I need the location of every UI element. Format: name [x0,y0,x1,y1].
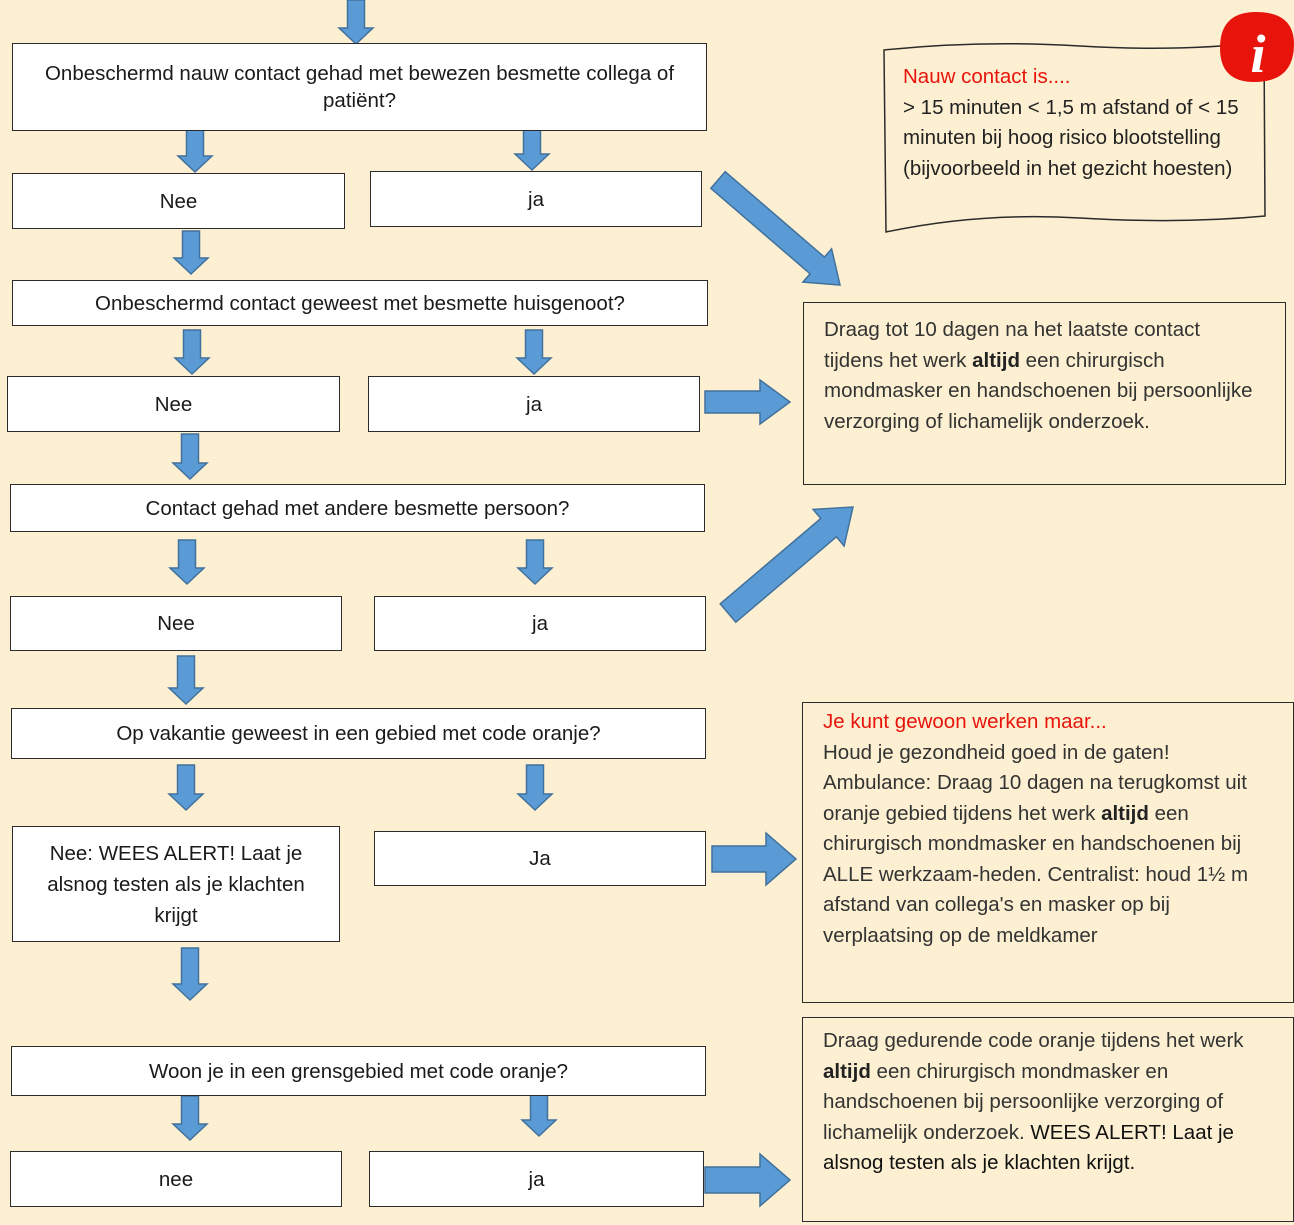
arrow-q3-yes [516,539,554,586]
close-contact-note: Nauw contact is.... > 15 minuten < 1,5 m… [903,62,1263,184]
answer-yes-4: Ja [374,831,706,886]
advice-border-area: Draag gedurende code oranje tijdens het … [802,1017,1294,1222]
arrow-q2-no [173,329,211,376]
arrow-q2-yes [515,329,553,376]
answer-no-2: Nee [7,376,340,432]
arrow-no4-q5 [171,947,209,1002]
answer-no-4: Nee: WEES ALERT! Laat je alsnog testen a… [12,826,340,942]
close-contact-note-body: > 15 minuten < 1,5 m afstand of < 15 min… [903,95,1239,180]
arrow-yes2-advice [704,378,792,426]
arrow-no3-q4 [167,655,205,706]
answer-yes-2: ja [368,376,700,432]
question-holiday: Op vakantie geweest in een gebied met co… [11,708,706,759]
arrow-q1-no [176,126,214,174]
arrow-yes1-advice [709,170,841,286]
arrow-yes5-advice [704,1152,792,1208]
arrow-q3-no [168,539,206,586]
arrow-yes4-advice [711,831,798,887]
question-close-contact-text: Onbeschermd nauw contact gehad met bewez… [44,62,675,112]
arrow-q4-yes [516,764,554,812]
answer-yes-5: ja [369,1151,704,1207]
close-contact-note-shape [883,41,1266,233]
arrow-q1-yes [513,126,551,172]
question-household: Onbeschermd contact geweest met besmette… [12,280,708,326]
advice-holiday-title: Je kunt gewoon werken maar... [823,710,1107,733]
advice-mask-after-contact: Draag tot 10 dagen na het laatste contac… [803,302,1286,485]
arrow-q5-yes [520,1089,558,1138]
arrow-q4-no [167,764,205,812]
arrow-yes3-advice [719,506,854,624]
arrow-no1-q2 [172,230,210,276]
close-contact-note-title: Nauw contact is.... [903,65,1071,88]
answer-no-5: nee [10,1151,342,1207]
info-icon: i [1220,12,1294,84]
svg-text:i: i [1250,24,1265,84]
question-border-area: Woon je in een grensgebied met code oran… [11,1046,706,1096]
answer-yes-3: ja [374,596,706,651]
question-other-contact: Contact gehad met andere besmette persoo… [10,484,705,532]
arrow-no2-q3 [171,433,209,481]
answer-no-3: Nee [10,596,342,651]
arrow-top-entry [337,0,375,46]
question-close-contact: Onbeschermd nauw contact gehad met bewez… [12,43,707,131]
advice-holiday: Je kunt gewoon werken maar... Houd je ge… [802,702,1294,1003]
answer-no-1: Nee [12,173,345,229]
arrow-q5-no [171,1095,209,1142]
answer-yes-1: ja [370,171,702,227]
